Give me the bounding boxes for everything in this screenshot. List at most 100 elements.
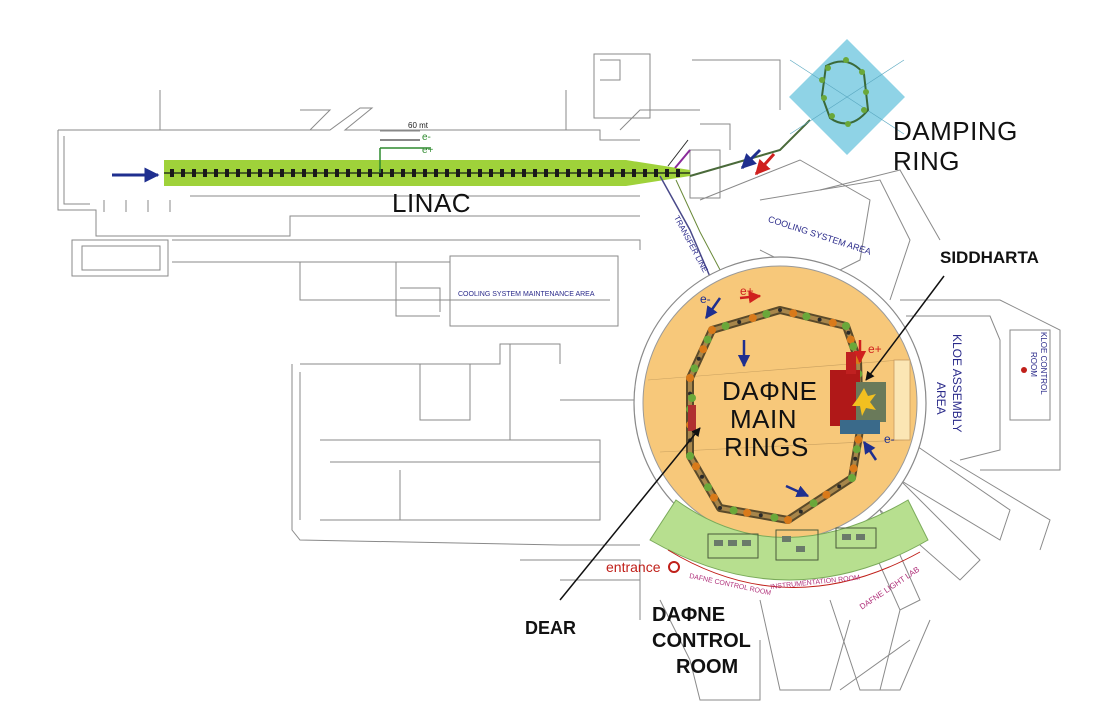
ring-magnet — [798, 509, 803, 514]
linac-cavity — [588, 169, 592, 177]
linac-cavity — [335, 169, 339, 177]
damping-ring — [789, 39, 905, 155]
ring-magnet — [743, 508, 752, 517]
linac-cavity — [621, 169, 625, 177]
control-desk — [714, 540, 723, 546]
control-desk — [728, 540, 737, 546]
linac-cavity — [533, 169, 537, 177]
linac-cavity — [357, 169, 361, 177]
linac-cavity — [313, 169, 317, 177]
control-room-wing — [649, 499, 929, 588]
linac-cavity — [544, 169, 548, 177]
ring-magnet — [718, 506, 722, 510]
ring-magnet — [710, 493, 718, 502]
linac-cavity — [412, 169, 416, 177]
ring-magnet — [770, 513, 779, 522]
ring-magnet — [809, 499, 818, 508]
damping-magnet — [861, 107, 867, 113]
entrance-marker — [668, 561, 680, 573]
ring-magnet — [842, 322, 850, 330]
entrance-label: entrance — [606, 559, 661, 575]
linac-cavity — [225, 169, 229, 177]
main-rings-label-line1: DAΦNE — [722, 376, 818, 406]
ring-magnet — [789, 309, 798, 318]
linac-cavity — [511, 169, 515, 177]
ring-magnet — [854, 435, 863, 444]
ring-magnet — [748, 314, 757, 322]
dear-label: DEAR — [525, 618, 577, 638]
ring-magnet — [846, 335, 855, 344]
kloe-assembly-area-label-line2: AREA — [934, 382, 948, 415]
ring-positron-label-right: e+ — [868, 342, 882, 356]
damping-magnet — [859, 69, 865, 75]
transfer-arrows — [674, 148, 776, 176]
ring-magnet — [849, 342, 858, 351]
linac-cavity — [500, 169, 504, 177]
control-desk — [842, 534, 851, 540]
linac-electron-label: e- — [422, 132, 431, 143]
ring-magnet — [837, 484, 842, 489]
pointer-arrows — [559, 275, 945, 601]
ring-magnet — [846, 330, 851, 335]
kloe-control-room-marker — [1021, 367, 1027, 373]
linac-cavity — [566, 169, 570, 177]
linac-cavity — [676, 169, 680, 177]
linac-cavity — [632, 169, 636, 177]
main-rings-label-line2: MAIN — [730, 404, 797, 434]
ring-magnet — [758, 513, 763, 518]
linac-cavity — [236, 169, 240, 177]
control-desk — [856, 534, 865, 540]
ring-magnet — [690, 364, 699, 373]
ring-electron-label-right: e- — [884, 432, 895, 446]
linac-label: LINAC — [392, 188, 472, 218]
control-room-label-line2: CONTROL — [652, 630, 751, 652]
kloe-control-room-label-line1: KLOE CONTROL — [1039, 332, 1048, 395]
linac-cavity — [401, 169, 405, 177]
siddharta-label: SIDDHARTA — [940, 248, 1039, 267]
linac-cavity — [181, 169, 185, 177]
linac-cavity — [390, 169, 394, 177]
linac-cavity — [478, 169, 482, 177]
linac-cavity — [192, 169, 196, 177]
linac-cavity — [423, 169, 427, 177]
beam-arrows — [704, 290, 878, 498]
ring-magnet — [852, 445, 861, 454]
ring-magnet — [692, 462, 700, 471]
damping-magnet — [819, 77, 825, 83]
ring-magnet — [737, 320, 742, 324]
linac-cavity — [489, 169, 493, 177]
ring-magnet — [828, 318, 837, 327]
kloe-assembly-area-label-line1: KLOE ASSEMBLY — [950, 334, 964, 433]
cooling-system-maintenance-area-label: COOLING SYSTEM MAINTENANCE AREA — [458, 291, 595, 298]
building-walls — [57, 53, 1061, 701]
linac-cavity — [302, 169, 306, 177]
linac-cavity — [599, 169, 603, 177]
linac-positron-label: e+ — [422, 145, 434, 156]
damping-magnet — [863, 89, 869, 95]
ring-magnet — [703, 335, 712, 344]
damping-magnet — [845, 121, 851, 127]
control-desk — [742, 540, 751, 546]
ring-magnet — [762, 310, 771, 318]
ring-magnet — [696, 356, 701, 361]
linac-cavity — [258, 169, 262, 177]
ring-electron-label-top: e- — [700, 292, 711, 306]
linac-cavity — [269, 169, 273, 177]
damping-magnet — [843, 57, 849, 63]
control-desk — [796, 546, 805, 552]
linac-cavity — [280, 169, 284, 177]
linac-cavity — [368, 169, 372, 177]
ring-magnet — [700, 474, 704, 479]
ring-magnet — [686, 452, 694, 460]
control-room-label-line3: ROOM — [676, 656, 739, 678]
ring-magnet — [802, 312, 811, 321]
ring-magnet — [704, 483, 712, 492]
scale-label: 60 mt — [408, 121, 429, 130]
ring-magnet — [686, 374, 694, 382]
ring-magnet — [708, 326, 716, 334]
linac-cavity — [610, 169, 614, 177]
linac-cavity — [643, 169, 647, 177]
linac-cavity — [434, 169, 438, 177]
linac-cavity — [456, 169, 460, 177]
dear-interaction-region — [688, 394, 696, 431]
